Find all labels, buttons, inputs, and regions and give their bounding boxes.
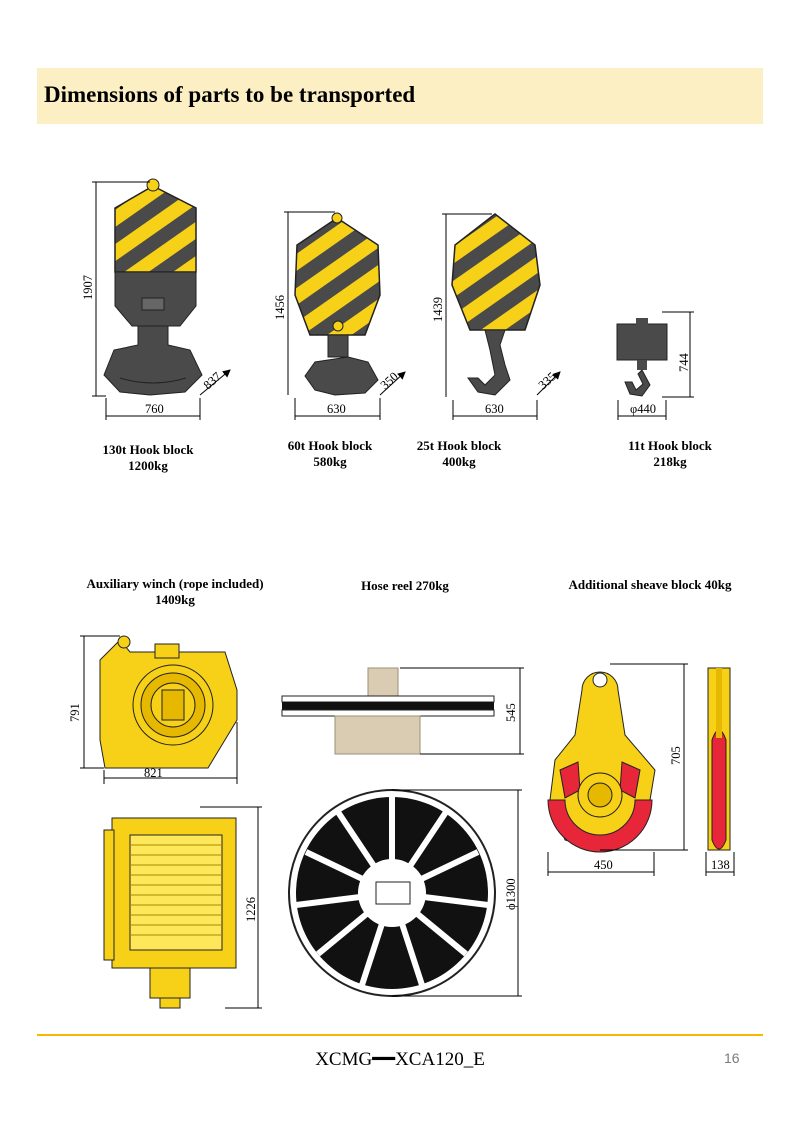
- hook-11t-width: φ440: [630, 402, 656, 416]
- hook-60t-depth: 350: [378, 369, 401, 392]
- hook-25t-width: 630: [485, 402, 504, 416]
- hook-11t-dims: 744 φ440: [617, 311, 694, 420]
- caption-hook-60t: 60t Hook block 580kg: [270, 438, 390, 470]
- sheave-front-drawing: [547, 671, 656, 853]
- sheave-thickness: 138: [711, 858, 730, 872]
- winch-top-dims: 1226: [200, 806, 262, 1009]
- hose-reel-side-dims: 545: [400, 667, 524, 755]
- caption-hook-11t-weight: 218kg: [653, 454, 687, 469]
- hook-25t-drawing: [451, 213, 541, 396]
- hose-reel-front-dims: ϕ1300: [392, 789, 522, 997]
- hose-reel-side-drawing: [281, 667, 495, 755]
- sheave-width: 450: [594, 858, 613, 872]
- hook-25t-height: 1439: [431, 297, 445, 322]
- winch-front-drawing: [99, 635, 238, 769]
- hose-reel-front-drawing: [288, 789, 496, 997]
- hook-25t-depth: 335: [536, 369, 559, 392]
- caption-hose-reel-name: Hose reel 270kg: [361, 578, 449, 593]
- hose-reel-height: 545: [504, 703, 518, 722]
- hook-130t-width: 760: [145, 402, 164, 416]
- winch-top-drawing: [103, 817, 237, 1009]
- caption-hose-reel: Hose reel 270kg: [330, 578, 480, 594]
- hook-11t-height: 744: [677, 353, 691, 373]
- sheave-front-dims: 705 450: [547, 663, 688, 876]
- hose-reel-diameter: ϕ1300: [504, 878, 518, 910]
- caption-winch: Auxiliary winch (rope included) 1409kg: [70, 576, 280, 608]
- hook-60t-width: 630: [327, 402, 346, 416]
- caption-hook-130t-weight: 1200kg: [128, 458, 168, 473]
- caption-hook-25t-weight: 400kg: [442, 454, 476, 469]
- caption-hook-130t: 130t Hook block 1200kg: [88, 442, 208, 474]
- caption-hook-130t-name: 130t Hook block: [102, 442, 194, 457]
- caption-hook-25t: 25t Hook block 400kg: [399, 438, 519, 470]
- hook-130t-dims: 1907 760 837: [81, 181, 231, 420]
- caption-sheave-block: Additional sheave block 40kg: [555, 577, 745, 593]
- hook-130t-drawing: [103, 178, 203, 396]
- footer-rule: [37, 1034, 763, 1036]
- caption-winch-name: Auxiliary winch (rope included): [86, 576, 264, 591]
- sheave-side-drawing: [707, 667, 731, 851]
- hook-130t-height: 1907: [81, 275, 95, 300]
- caption-hook-11t: 11t Hook block 218kg: [610, 438, 730, 470]
- hook-60t-drawing: [294, 212, 381, 396]
- sheave-height: 705: [669, 746, 683, 765]
- caption-hook-25t-name: 25t Hook block: [416, 438, 502, 453]
- winch-height: 791: [68, 703, 82, 722]
- caption-hook-60t-weight: 580kg: [313, 454, 347, 469]
- page-number: 16: [724, 1050, 740, 1066]
- footer-model: XCMG━━XCA120_E: [315, 1049, 485, 1070]
- winch-front-dims: 791 821: [68, 635, 238, 784]
- winch-length: 1226: [244, 897, 258, 922]
- page-header: Dimensions of parts to be transported: [37, 68, 763, 124]
- winch-width: 821: [144, 766, 163, 780]
- hook-11t-drawing: [616, 318, 668, 397]
- caption-sheave-block-name: Additional sheave block 40kg: [568, 577, 732, 592]
- caption-hook-60t-name: 60t Hook block: [287, 438, 373, 453]
- hook-130t-depth: 837: [201, 369, 224, 392]
- sheave-side-dims: 138: [705, 852, 735, 876]
- caption-hook-11t-name: 11t Hook block: [628, 438, 712, 453]
- page-title: Dimensions of parts to be transported: [44, 82, 416, 107]
- hook-60t-height: 1456: [273, 295, 287, 320]
- caption-winch-weight: 1409kg: [155, 592, 195, 607]
